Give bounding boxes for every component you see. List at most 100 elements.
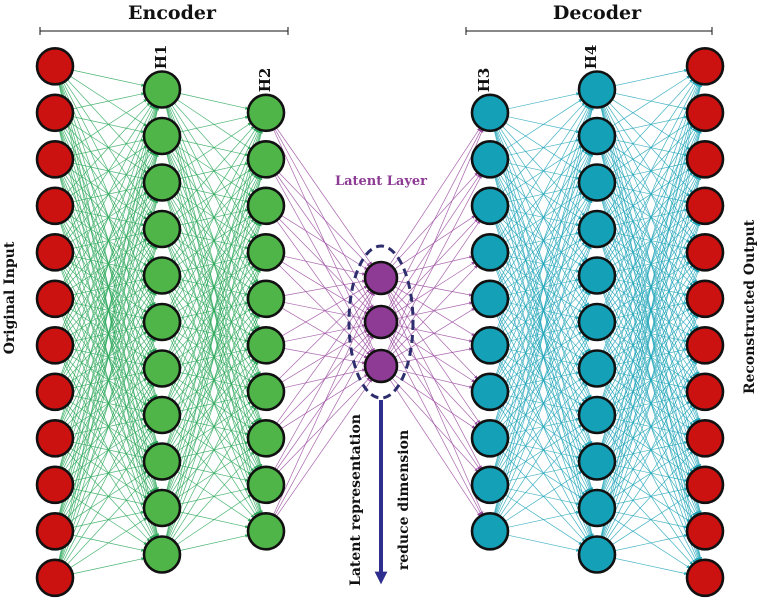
edge-h4-to-output [609,451,693,542]
neuron-h4-10 [577,488,617,528]
neuron-input-12 [35,558,75,598]
edge-input-to-h1 [72,69,145,87]
edge-latent-to-h3 [396,369,473,389]
edge-h3-to-h4 [507,534,580,552]
edge-h4-to-output [604,360,698,539]
neuron-h4-2 [577,116,617,156]
edge-latent-to-h3 [388,174,482,352]
edge-input-to-h1 [69,99,148,150]
reduce-dimension-label: reduce dimension [396,430,412,570]
neuron-latent-2 [363,304,399,340]
neuron-h1-11 [142,535,182,574]
edge-h1-to-h2 [168,129,260,352]
neuron-h3-8 [470,418,510,458]
neuron-h3-6 [470,325,510,365]
edge-h4-to-output [603,82,699,306]
edge-h1-to-h2 [169,128,259,307]
edge-latent-to-h3 [386,292,484,516]
neuron-h2-7 [246,372,286,412]
edge-h3-to-h4 [494,106,594,468]
edge-h3-to-h4 [507,92,580,110]
neuron-h4-5 [577,256,617,295]
edge-h1-to-h2 [169,361,259,539]
original-input-label: Original Input [2,241,18,354]
edge-h2-to-latent [278,377,371,473]
neuron-h3-4 [470,233,510,272]
edge-h2-to-latent [281,285,368,337]
edge-h4-to-output [602,268,700,538]
edge-latent-to-h3 [389,291,481,424]
neuron-layers [35,47,725,598]
edge-input-to-h1 [64,104,153,238]
edge-h3-to-h4 [501,427,586,519]
edge-h1-to-h2 [168,315,260,538]
neuron-h1-8 [142,395,182,435]
neuron-h1-2 [142,116,182,156]
edge-h1-to-h2 [167,268,261,538]
edge-latent-to-h3 [396,347,473,364]
layer-label-h4: H4 [582,45,600,70]
edge-input-to-h1 [60,292,157,561]
connection-edges [58,68,703,576]
edge-input-to-h1 [66,474,151,565]
layer-label-h3: H3 [475,68,493,93]
neuron-output-5 [685,233,725,272]
encoder-bracket [39,27,289,35]
neuron-h2-1 [246,93,286,133]
neuron-h4-9 [577,442,617,481]
edge-h3-to-h4 [497,105,590,283]
edge-h2-to-latent [276,220,372,354]
edge-h2-to-latent [274,174,374,353]
edge-input-to-h1 [62,105,155,283]
edge-h3-to-h4 [507,510,580,528]
neuron-h4-11 [577,535,617,574]
edge-h2-to-latent [276,378,373,517]
neuron-output-2 [685,93,725,133]
edge-h3-to-h4 [504,99,583,150]
edge-h2-to-latent [281,261,368,314]
edge-h4-to-output [604,81,698,260]
edge-input-to-h1 [62,384,155,562]
edge-h4-to-output [614,68,688,87]
edge-h4-to-output [614,533,688,552]
edge-latent-to-h3 [389,379,481,517]
neuron-h3-3 [470,186,510,226]
layer-label-h1: H1 [152,45,170,70]
edge-input-to-h1 [61,338,156,562]
edge-latent-to-h3 [394,286,475,337]
edge-h2-to-latent [281,307,368,359]
edge-latent-to-h3 [391,333,478,426]
edge-h2-to-latent [274,128,374,309]
neuron-h1-4 [142,209,182,249]
neuron-h2-2 [246,140,286,179]
edge-input-to-h1 [61,105,156,329]
edge-latent-to-h3 [391,377,479,472]
neuron-h3-1 [470,93,510,133]
edge-h4-to-output [601,222,701,538]
edge-input-to-h1 [66,102,151,193]
neuron-h3-7 [470,372,510,412]
neuron-latent-1 [363,260,399,296]
edge-h4-to-output [601,176,702,538]
neuron-output-6 [685,279,725,319]
latent-representation-label: Latent representation [348,414,364,586]
edge-input-to-h1 [58,106,160,561]
edge-h4-to-output [600,129,702,538]
edge-h1-to-h2 [173,451,255,542]
edge-h3-to-h4 [496,291,591,515]
edge-h2-to-latent [278,171,371,267]
edge-input-to-h1 [69,517,148,569]
edge-h4-to-output [614,557,688,576]
edge-h1-to-h2 [176,494,252,545]
edge-h1-to-h2 [179,93,249,110]
edge-h4-to-output [600,83,703,537]
edge-h4-to-output [601,83,702,445]
edge-latent-to-h3 [391,264,478,355]
edge-h3-to-h4 [494,199,593,515]
neuron-h2-4 [246,233,286,272]
neuron-output-12 [685,558,725,598]
neuron-input-9 [35,418,75,458]
edge-h3-to-h4 [496,105,591,329]
latent-layer-label: Latent Layer [335,174,427,189]
